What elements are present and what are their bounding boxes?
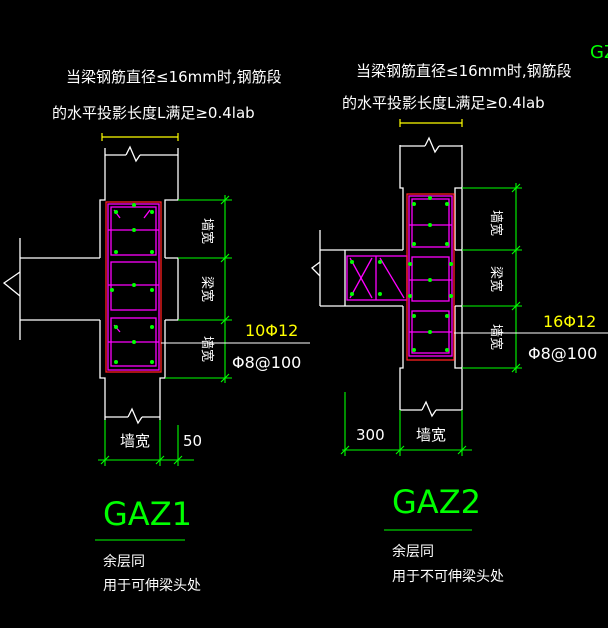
gaz1-title: GAZ1 xyxy=(103,495,192,533)
gaz2-note-line1: 当梁钢筋直径≤16mm时,钢筋段 xyxy=(356,62,572,80)
gaz1-right-dims xyxy=(165,195,232,383)
gaz2-bottom-offset: 300 xyxy=(356,426,385,444)
gaz1-dim-wall-bottom: 墙宽 xyxy=(199,336,215,362)
gaz2-outer-hoop xyxy=(406,193,455,361)
gaz1-detail: 当梁钢筋直径≤16mm时,钢筋段 的水平投影长度L满足≥0.4lab xyxy=(2,68,310,594)
gaz1-rebar-stirrup: Φ8@100 xyxy=(232,353,301,372)
gaz1-dim-wall-top: 墙宽 xyxy=(199,218,215,244)
gaz2-wall-outline xyxy=(311,136,463,418)
gaz2-remark1: 余层同 xyxy=(392,543,434,560)
edge-label: GZ xyxy=(590,42,608,63)
gaz2-right-dims xyxy=(462,183,522,373)
gaz1-bottom-wall: 墙宽 xyxy=(120,432,150,450)
gaz2-beam-stirrups xyxy=(346,255,408,301)
gaz1-note-line1: 当梁钢筋直径≤16mm时,钢筋段 xyxy=(66,68,282,86)
gaz2-rebar-main: 16Φ12 xyxy=(543,312,596,331)
gaz2-note-line2: 的水平投影长度L满足≥0.4lab xyxy=(342,94,545,112)
gaz2-dim-wall-top: 墙宽 xyxy=(488,210,504,236)
gaz2-title: GAZ2 xyxy=(392,483,481,521)
gaz1-remark2: 用于可伸梁头处 xyxy=(103,578,201,594)
gaz1-note-line2: 的水平投影长度L满足≥0.4lab xyxy=(52,104,255,122)
gaz1-rebar-main: 10Φ12 xyxy=(245,321,298,340)
gaz1-wall-outline xyxy=(2,145,179,425)
gaz1-bottom-offset: 50 xyxy=(183,432,202,450)
gaz1-outer-hoop xyxy=(105,201,162,373)
gaz2-rebar-dots xyxy=(350,196,453,352)
gaz2-dim-wall-bottom: 墙宽 xyxy=(488,324,504,350)
gaz1-rebar-dots xyxy=(110,203,154,364)
gaz2-bottom-wall: 墙宽 xyxy=(416,426,446,444)
gaz1-bottom-dims xyxy=(98,420,194,466)
gaz1-dim-beam: 梁宽 xyxy=(199,276,215,302)
gaz2-detail: 当梁钢筋直径≤16mm时,钢筋段 的水平投影长度L满足≥0.4lab xyxy=(311,62,608,585)
gaz2-rebar-stirrup: Φ8@100 xyxy=(528,344,597,363)
gaz2-remark2: 用于不可伸梁头处 xyxy=(392,569,504,585)
gaz2-dim-beam: 梁宽 xyxy=(488,266,504,292)
gaz1-remark1: 余层同 xyxy=(103,553,145,570)
gaz2-bottom-dims xyxy=(340,392,472,456)
